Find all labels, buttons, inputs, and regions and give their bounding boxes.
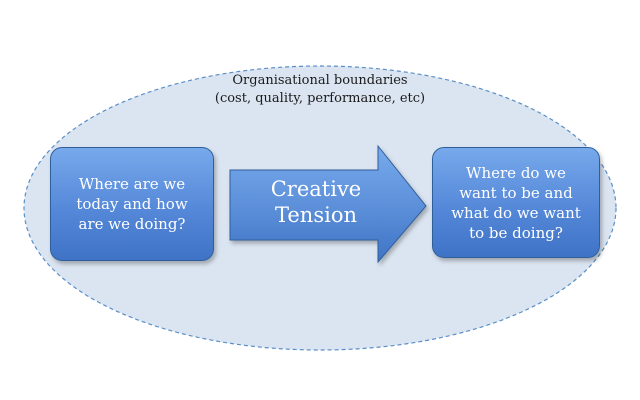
boundary-label: Organisational boundaries (cost, quality…: [170, 72, 470, 108]
creative-tension-arrow: [229, 144, 427, 264]
boundary-title: Organisational boundaries: [232, 73, 408, 88]
current-state-box: Where are we today and how are we doing?: [50, 147, 214, 261]
boundary-subtitle: (cost, quality, performance, etc): [214, 91, 426, 106]
future-state-box: Where do we want to be and what do we wa…: [432, 147, 600, 258]
creative-tension-label: Creative Tension: [270, 177, 362, 227]
